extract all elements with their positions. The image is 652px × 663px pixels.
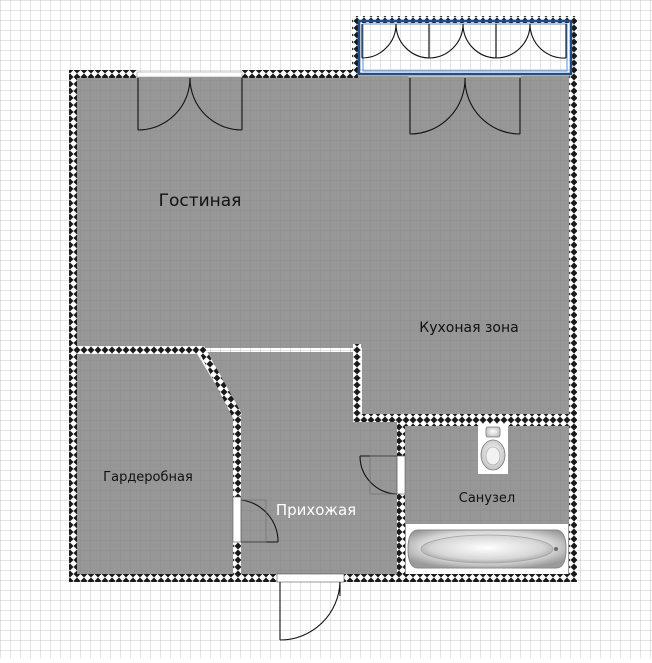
hallway-floor[interactable] xyxy=(202,352,398,574)
doors xyxy=(137,77,521,641)
balcony-wall-left[interactable] xyxy=(352,16,359,76)
wall-wardrobe-top[interactable] xyxy=(76,346,198,354)
sash-arc xyxy=(462,23,497,59)
wall-kitchen-stub[interactable] xyxy=(353,344,361,420)
sash-arc xyxy=(361,23,397,59)
wall-right[interactable] xyxy=(569,70,577,582)
walls xyxy=(69,16,577,582)
balcony-selection-inner xyxy=(362,23,568,72)
kitchen-label: Кухоная зона xyxy=(419,320,518,336)
balcony-window-sashes xyxy=(361,23,567,59)
sash-arc xyxy=(395,23,430,59)
bathroom-label: Санузел xyxy=(459,491,515,506)
living-room-label: Гостиная xyxy=(159,191,242,211)
wall-wardrobe-right-upper[interactable] xyxy=(233,417,241,497)
wall-kitchen-bottom[interactable] xyxy=(353,414,571,422)
wall-bathroom-top[interactable] xyxy=(401,420,571,426)
window-icon[interactable] xyxy=(136,71,243,78)
sash-arc xyxy=(428,23,464,59)
kitchen-floor[interactable] xyxy=(362,348,570,414)
wall-top-left[interactable] xyxy=(69,70,137,78)
sash-arc xyxy=(495,23,531,59)
toilet-icon[interactable] xyxy=(478,424,508,474)
balcony-selection-frame[interactable] xyxy=(357,19,573,76)
wardrobe-floor[interactable] xyxy=(76,352,236,574)
door-icon[interactable] xyxy=(359,455,406,495)
wall-bathroom-left-upper[interactable] xyxy=(397,420,405,456)
balcony-wall-right[interactable] xyxy=(570,16,577,76)
door-icon[interactable] xyxy=(137,77,243,131)
balcony-wall-top[interactable] xyxy=(352,16,577,23)
wall-wardrobe-right-lower[interactable] xyxy=(233,542,241,576)
wall-left[interactable] xyxy=(69,70,77,582)
wall-wardrobe-diagonal[interactable] xyxy=(196,346,242,420)
wall-bathroom-left-lower[interactable] xyxy=(397,494,405,576)
wall-bottom-right[interactable] xyxy=(344,574,577,582)
wall-bottom-left[interactable] xyxy=(69,574,277,582)
door-icon[interactable] xyxy=(409,77,521,135)
wall-top-middle[interactable] xyxy=(242,70,358,78)
hallway-label: Прихожая xyxy=(276,501,356,519)
bathtub-icon[interactable] xyxy=(406,524,568,574)
living-floor[interactable] xyxy=(76,76,570,348)
sash-arc xyxy=(529,23,567,59)
floor-areas xyxy=(76,76,570,574)
wardrobe-label: Гардеробная xyxy=(103,470,193,485)
door-icon[interactable] xyxy=(276,573,345,641)
door-icon[interactable] xyxy=(232,496,279,543)
